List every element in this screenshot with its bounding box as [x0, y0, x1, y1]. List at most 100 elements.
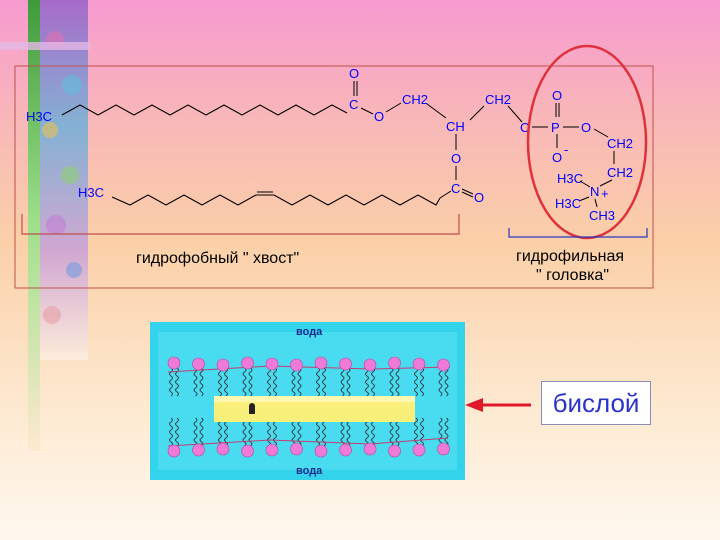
lipid-head: [241, 356, 254, 370]
lipid-head: [241, 444, 254, 458]
protein-figure-icon: [249, 403, 255, 414]
bilayer-label: бислой: [552, 387, 640, 418]
fatty-acid-tail-1: [61, 104, 348, 116]
membrane-bilayer-diagram: вода вода: [150, 322, 465, 480]
lipid-head: [192, 357, 205, 371]
lipid-tail: [371, 367, 375, 397]
lipid-tail: [395, 367, 400, 397]
lipid-tail: [420, 417, 424, 447]
choline-ch3: CH3: [589, 208, 615, 223]
lipid-tail: [438, 417, 443, 447]
lipid-tail: [291, 367, 296, 397]
lipid-tail: [444, 417, 449, 447]
lipid-tail: [199, 417, 204, 447]
lipid-tail: [218, 417, 222, 447]
lipid-tail: [340, 417, 345, 447]
lipid-tail: [365, 417, 369, 447]
lipid-tail: [193, 367, 198, 397]
lipid-head: [265, 357, 279, 371]
polar-head-ellipse: [526, 44, 648, 240]
bilayer-arrow: [465, 398, 531, 412]
lipid-tail: [267, 367, 271, 397]
membrane-bottom-line: [167, 437, 449, 447]
hydrophobic-tail-label: гидрофобный " хвост": [136, 250, 299, 267]
lipid-head: [388, 356, 401, 370]
choline-h3c-a: H3C: [557, 171, 583, 186]
lipid-head: [437, 358, 450, 372]
lipid-tail: [224, 417, 228, 447]
tail-2-methyl: H3C: [78, 185, 104, 200]
lipid-tail: [444, 367, 449, 397]
lipid-head: [412, 357, 426, 371]
lipid-tail: [340, 367, 345, 397]
phosphate-o-right: O: [581, 120, 591, 135]
phosphate-o-bottom: O: [552, 150, 562, 165]
lipid-tail: [291, 417, 296, 447]
glycerol-o: O: [451, 151, 461, 166]
lipid-tail: [438, 367, 443, 397]
choline-charge: +: [601, 186, 609, 201]
lipid-tail: [224, 367, 228, 397]
phospholipid-tails: [169, 367, 449, 447]
lipid-tail: [242, 367, 247, 397]
lipid-tail: [273, 417, 277, 447]
water-label-top: вода: [296, 326, 323, 338]
ester-2-o: O: [474, 190, 484, 205]
lipid-head: [339, 357, 352, 371]
lipid-tail: [346, 367, 351, 397]
ester-1-carbonyl-o: O: [349, 66, 359, 81]
lipid-head: [216, 358, 230, 372]
glycerol-ch2-left: CH2: [402, 92, 428, 107]
lipid-tail: [193, 417, 198, 447]
lipid-head: [192, 443, 205, 457]
ester-1-o: O: [374, 109, 384, 124]
hydrophilic-head-label-line1: гидрофильная: [516, 248, 624, 265]
lipid-head: [290, 358, 303, 372]
lipid-head: [412, 443, 426, 457]
lipid-head: [167, 356, 181, 370]
lipid-tail: [346, 417, 351, 447]
lipid-head: [363, 358, 377, 372]
lipid-head: [363, 442, 377, 456]
lipid-tail: [420, 367, 424, 397]
decorative-stripe: [0, 0, 90, 450]
phosphate-charge: -: [564, 142, 568, 157]
lipid-tail: [389, 417, 394, 447]
lipid-head: [437, 442, 450, 456]
fatty-acid-tail-2: [111, 194, 441, 206]
phosphate-c: C: [520, 120, 529, 135]
phospholipid-formula: H3C O C O CH2 CH CH2 O C O H3C C P O O O…: [14, 44, 654, 289]
bilayer-label-box: бислой: [541, 381, 651, 425]
lipid-head: [167, 444, 181, 458]
choline-h3c-b: H3C: [555, 196, 581, 211]
formula-frame: [14, 65, 654, 289]
lipid-tail: [218, 367, 222, 397]
choline-n: N: [590, 184, 599, 199]
glycerol-ch: CH: [446, 119, 465, 134]
tail-1-methyl: H3C: [26, 109, 52, 124]
choline-ch2-b: CH2: [607, 165, 633, 180]
lipid-tail: [273, 367, 277, 397]
lipid-tail: [175, 417, 179, 447]
lipid-tail: [322, 367, 326, 397]
phospholipid-heads: [167, 356, 450, 458]
choline-ch2-a: CH2: [607, 136, 633, 151]
lipid-tail: [414, 367, 418, 397]
lipid-head: [388, 444, 401, 458]
phosphate-p: P: [551, 120, 560, 135]
phosphate-o-top: O: [552, 88, 562, 103]
hydrophilic-head-bracket: [508, 228, 648, 238]
lipid-tail: [267, 417, 271, 447]
hydrophilic-head-label-line2: " головка": [536, 267, 609, 284]
lipid-tail: [371, 417, 375, 447]
lipid-tail: [199, 367, 204, 397]
lipid-tail: [297, 417, 302, 447]
ester-2-c: C: [451, 181, 460, 196]
ester-1-c: C: [349, 97, 358, 112]
water-label-bottom: вода: [296, 465, 323, 477]
lipid-tail: [175, 367, 179, 397]
hydrophobic-tail-bracket: [21, 214, 460, 235]
lipid-head: [216, 442, 230, 456]
lipid-head: [314, 356, 328, 370]
lipid-tail: [316, 367, 320, 397]
